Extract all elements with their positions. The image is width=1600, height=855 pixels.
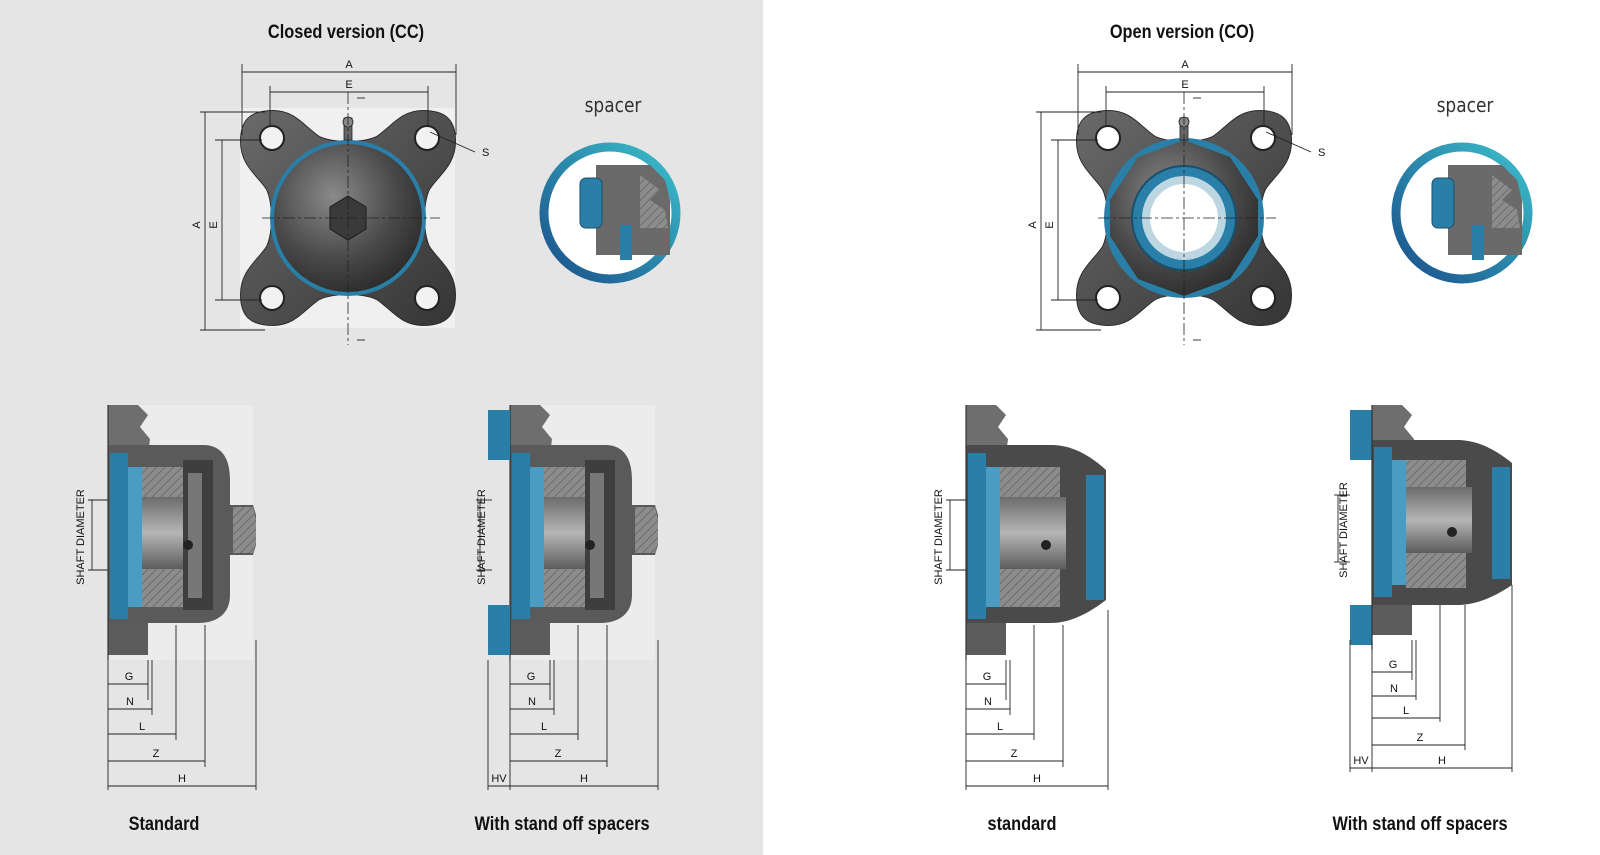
dim-G-label: G (125, 671, 134, 683)
shaft-diameter-label: SHAFT DIAMETER (933, 489, 945, 585)
dim-E-vertical-label: E (1044, 221, 1056, 228)
section-dimension-lines (88, 494, 1513, 790)
open-spacers-caption: With stand off spacers (1332, 814, 1508, 835)
open-spacer-inset (1391, 142, 1533, 284)
closed-spacer-section (488, 404, 659, 661)
dim-L-label: L (1403, 705, 1409, 717)
dim-H-label: H (580, 773, 588, 785)
shaft-diameter-label: SHAFT DIAMETER (75, 489, 87, 585)
dimension-labels: A E S A E A E S A E SHAFT DIAMETER SHAFT… (75, 59, 1446, 785)
dim-H-label: H (1033, 773, 1041, 785)
open-standard-section (965, 405, 1106, 660)
dim-HV-label: HV (491, 773, 507, 785)
dim-G-label: G (1389, 659, 1398, 671)
dim-H-label: H (178, 773, 186, 785)
closed-spacer-label: spacer (584, 93, 642, 117)
shaft-diameter-label: SHAFT DIAMETER (1338, 482, 1350, 578)
dim-L-label: L (997, 721, 1003, 733)
dim-Z-label: Z (1011, 748, 1018, 760)
dim-Z-label: Z (153, 748, 160, 760)
dim-Z-label: Z (555, 748, 562, 760)
open-version-title: Open version (CO) (1109, 22, 1255, 43)
dim-N-label: N (528, 696, 536, 708)
closed-standard-section (107, 404, 257, 661)
dim-L-label: L (541, 721, 547, 733)
dim-G-label: G (983, 671, 992, 683)
dim-E-vertical-label: E (208, 221, 220, 228)
closed-standard-caption: Standard (128, 814, 200, 835)
closed-spacer-inset (539, 142, 681, 284)
dim-N-label: N (126, 696, 134, 708)
dim-N-label: N (984, 696, 992, 708)
dim-A-vertical-label: A (191, 221, 203, 229)
open-spacer-label: spacer (1436, 93, 1494, 117)
dim-S-label: S (1318, 147, 1325, 159)
closed-front-view (239, 92, 457, 345)
shaft-diameter-label: SHAFT DIAMETER (476, 489, 488, 585)
open-standard-caption: standard (987, 814, 1057, 835)
closed-version-title: Closed version (CC) (267, 22, 425, 43)
open-spacer-section (1350, 405, 1512, 650)
closed-spacers-caption: With stand off spacers (474, 814, 650, 835)
dim-A-label: A (1181, 59, 1189, 71)
dim-E-label: E (1181, 79, 1188, 91)
dim-E-label: E (345, 79, 352, 91)
dim-Z-label: Z (1417, 732, 1424, 744)
dim-L-label: L (139, 721, 145, 733)
dim-HV-label: HV (1353, 755, 1369, 767)
closed-front-dimensions (200, 64, 476, 341)
open-front-dimensions (1036, 64, 1312, 341)
dim-G-label: G (527, 671, 536, 683)
dim-A-vertical-label: A (1027, 221, 1039, 229)
dim-N-label: N (1390, 683, 1398, 695)
dim-S-label: S (482, 147, 489, 159)
open-front-view (1075, 92, 1293, 345)
dim-H-label: H (1438, 755, 1446, 767)
dim-A-label: A (345, 59, 353, 71)
